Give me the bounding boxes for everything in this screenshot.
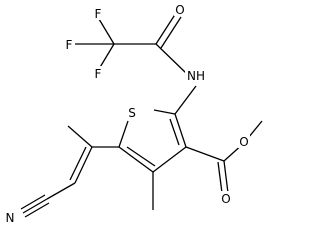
- bond-c3-c2: [174, 113, 187, 148]
- bond-ester-c-o-carbonyl-double: [217, 161, 223, 194]
- bond-c5-c4-double: [126, 146, 156, 167]
- trifluoromethyl-group: [75, 18, 115, 70]
- bond-cf3-f3: [98, 43, 115, 70]
- bond-ch-cn: [46, 182, 76, 200]
- bond-amide-c-o-double: [160, 16, 182, 49]
- molecule-structure: F F F O NH S N O O: [4, 2, 263, 225]
- bond-nitrile-2: [20, 194, 46, 210]
- atom-labels: F F F O NH S N O O: [4, 2, 250, 225]
- atom-f2: F: [66, 38, 73, 52]
- atom-nh: NH: [187, 69, 205, 83]
- bond-nh-ring: [174, 85, 197, 115]
- atom-o-ester: O: [239, 135, 248, 149]
- atom-f3: F: [95, 67, 102, 81]
- bond-cf3-f1: [98, 18, 115, 45]
- bond-carbonyl-nh: [155, 43, 187, 74]
- bond-s-c5: [118, 120, 129, 148]
- bond-c3-c2-double: [169, 118, 180, 146]
- trifluoroacetamide-group: [114, 12, 197, 115]
- atom-o-ester-carbonyl: O: [221, 192, 230, 206]
- bond-nitrile-3: [24, 202, 50, 218]
- bond-c4-c3: [152, 146, 187, 173]
- bond-c5-c4: [118, 146, 154, 173]
- bond-vinyl-double: [74, 146, 93, 184]
- thiophene-ring: [118, 109, 187, 173]
- atom-o-amide: O: [175, 3, 184, 17]
- atom-n-nitrile: N: [6, 211, 15, 225]
- cyanopropenyl-group: [20, 125, 119, 218]
- bond-nitrile-1: [22, 198, 48, 214]
- bond-c3-ester-c: [185, 146, 225, 162]
- methyl-ester-group: [185, 120, 263, 194]
- bond-vinyl-double-2: [69, 146, 87, 181]
- atom-s: S: [128, 106, 136, 120]
- bond-ester-c-o-carbonyl: [223, 160, 229, 194]
- bond-vinyl-methyl: [67, 125, 93, 148]
- atom-f1: F: [95, 7, 102, 21]
- bond-amide-c-o: [155, 12, 177, 45]
- bond-c2-s: [153, 109, 176, 115]
